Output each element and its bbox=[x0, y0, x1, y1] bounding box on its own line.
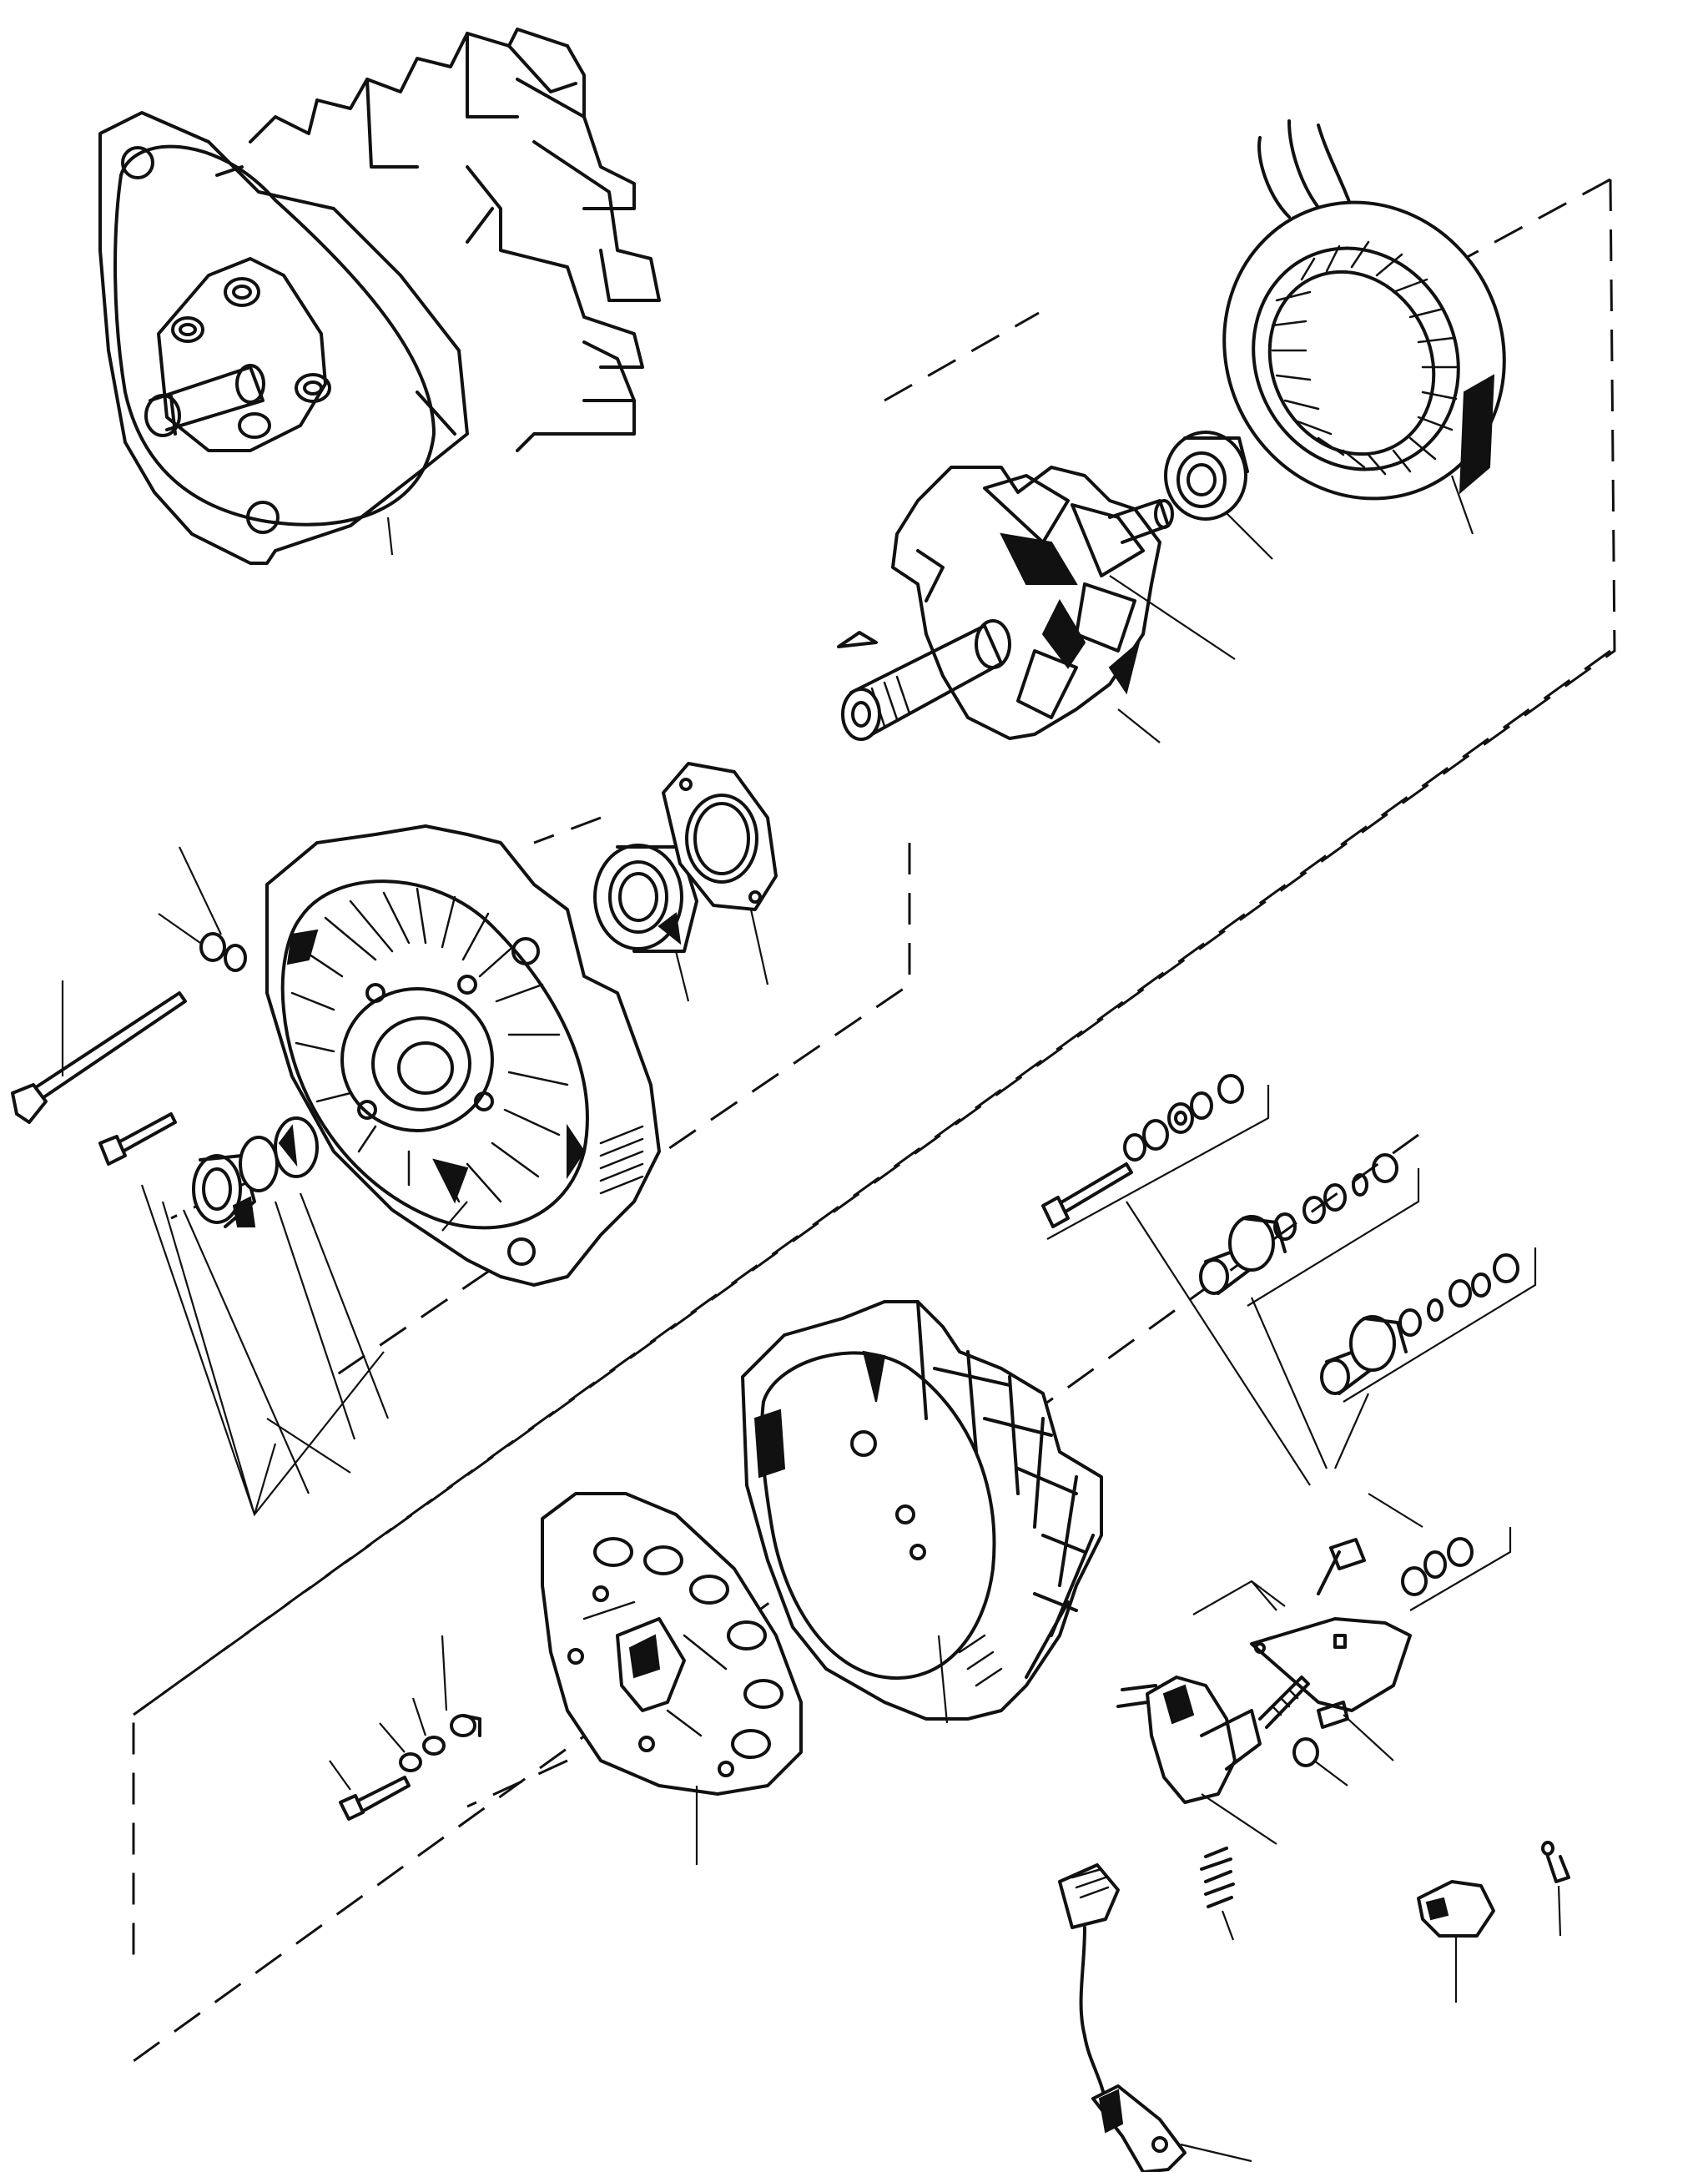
leader-line bbox=[1221, 1910, 1235, 1941]
brush-holder bbox=[1116, 1676, 1277, 1845]
leader-line bbox=[1557, 1885, 1562, 1937]
housing-cooling-fins bbox=[249, 28, 661, 452]
leader-line bbox=[1226, 512, 1273, 560]
small-nut-stack bbox=[1368, 1493, 1512, 1611]
rotor-claw-poles bbox=[916, 474, 1145, 719]
leader-line bbox=[386, 517, 394, 556]
housing-vent-slots bbox=[286, 887, 586, 1204]
leader-line bbox=[179, 846, 222, 935]
insulator-stack-upper bbox=[1199, 1153, 1420, 1307]
rotor-drive-shaft bbox=[841, 619, 1011, 741]
leader-line bbox=[749, 909, 769, 985]
housing-ear-hole bbox=[511, 937, 540, 965]
drive-shaft-stub bbox=[144, 364, 265, 437]
bearing-retainer-plate bbox=[662, 762, 778, 985]
spring-washer-and-nut bbox=[158, 846, 247, 972]
leader-line bbox=[937, 1635, 949, 1724]
terminal-leader-lines bbox=[1126, 1201, 1370, 1486]
brush-lead-assembly bbox=[1058, 1863, 1252, 2172]
rectifier-diodes bbox=[567, 1537, 783, 1777]
bracket-line bbox=[1192, 1580, 1286, 1615]
leader-line bbox=[1180, 2143, 1252, 2163]
housing-hole bbox=[850, 1430, 877, 1457]
rotor bbox=[837, 466, 1236, 743]
regulator-bracket-plate bbox=[1192, 1538, 1412, 1712]
bracket-line bbox=[1046, 1085, 1270, 1240]
leader-line bbox=[1450, 475, 1474, 535]
bracket-line bbox=[1247, 1168, 1420, 1307]
housing-bearing-hub bbox=[340, 975, 494, 1132]
rear-needle-bearing bbox=[1164, 431, 1273, 560]
leader-line bbox=[1343, 1714, 1394, 1761]
bracket-line bbox=[1368, 1493, 1512, 1611]
small-connector bbox=[1417, 1880, 1495, 2003]
drive-end-housing bbox=[265, 824, 661, 1287]
rotor-rear-shaft bbox=[1108, 499, 1170, 544]
leader-line bbox=[158, 913, 201, 944]
housing-hole bbox=[895, 1504, 915, 1524]
leader-line bbox=[1117, 708, 1161, 743]
leader-line bbox=[1109, 575, 1236, 660]
screw-with-washers bbox=[329, 1635, 481, 1821]
slip-ring-end-housing bbox=[741, 1300, 1103, 1724]
washer-ring bbox=[1292, 1737, 1348, 1786]
housing-grille bbox=[599, 1125, 644, 1195]
insulator-stack-lower bbox=[1320, 1247, 1537, 1403]
flange-bolt-hole bbox=[121, 146, 154, 179]
front-ball-bearing bbox=[593, 844, 698, 1002]
leader-line bbox=[441, 1201, 468, 1232]
leader-line bbox=[674, 950, 690, 1002]
terminal-pin bbox=[1541, 1841, 1570, 1937]
front-hub-plate bbox=[157, 257, 331, 452]
terminal-bolt-stack bbox=[1041, 1074, 1270, 1240]
woodruff-key bbox=[837, 631, 878, 648]
brush-spring bbox=[1200, 1847, 1235, 1941]
housing-ear-hole bbox=[507, 1237, 536, 1266]
front-mounting-flange bbox=[98, 111, 469, 565]
housing-cooling-fins bbox=[916, 1300, 1095, 1679]
adjusting-screw bbox=[1258, 1676, 1394, 1761]
bracket-line bbox=[1343, 1247, 1537, 1403]
spacer-stack bbox=[192, 1116, 319, 1228]
through-bolt bbox=[11, 980, 187, 1124]
leader-line bbox=[1313, 1760, 1348, 1786]
fastener-leader-lines bbox=[140, 1184, 390, 1517]
leader-line bbox=[1201, 1793, 1277, 1845]
stator bbox=[1222, 119, 1506, 535]
rectifier-diode-plate bbox=[541, 1492, 803, 1865]
flange-bolt-hole bbox=[246, 501, 280, 534]
stator-core-shadow bbox=[1459, 374, 1495, 495]
short-screw bbox=[98, 1112, 177, 1166]
assembled-alternator bbox=[98, 28, 661, 565]
leader-line bbox=[329, 1635, 448, 1791]
stator-windings bbox=[1271, 240, 1460, 476]
housing-hole bbox=[909, 1544, 926, 1560]
